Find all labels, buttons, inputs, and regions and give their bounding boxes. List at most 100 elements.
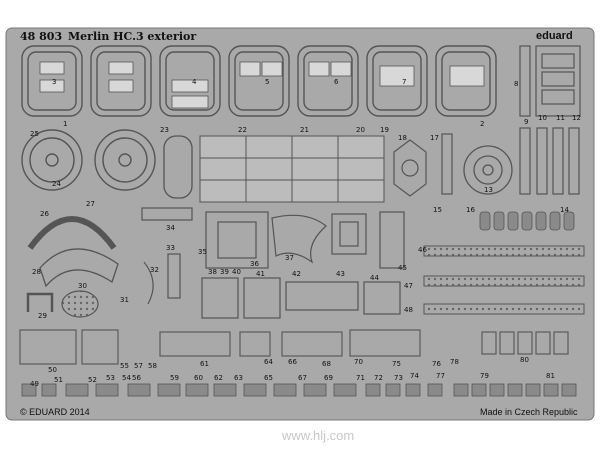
part-number-48: 48 — [404, 306, 413, 314]
part-number-66: 66 — [288, 358, 297, 366]
origin-text: Made in Czech Republic — [480, 407, 578, 417]
part-number-6: 6 — [334, 78, 339, 86]
part-number-38: 38 — [208, 268, 217, 276]
bracket-part-29 — [26, 292, 54, 312]
brand-logo: eduard — [536, 30, 573, 42]
part-number-63: 63 — [234, 374, 243, 382]
part-number-12: 12 — [572, 114, 581, 122]
part-number-50: 50 — [48, 366, 57, 374]
part-number-9: 9 — [524, 118, 528, 126]
part-number-14: 14 — [560, 206, 569, 214]
long-strip-parts — [423, 245, 585, 315]
part-number-19: 19 — [380, 126, 389, 134]
part-number-44: 44 — [370, 274, 379, 282]
parts-33-37 — [141, 207, 405, 305]
part-number-2: 2 — [480, 120, 484, 128]
part-number-31: 31 — [120, 296, 129, 304]
part-number-1: 1 — [63, 120, 67, 128]
part-number-20: 20 — [356, 126, 365, 134]
parts-38-45 — [201, 277, 401, 319]
window-latches — [39, 61, 485, 109]
part-number-56: 56 — [132, 374, 141, 382]
part-number-47: 47 — [404, 282, 413, 290]
part-number-4: 4 — [192, 78, 197, 86]
part-number-40: 40 — [232, 268, 241, 276]
watermark: www.hlj.com — [282, 428, 355, 443]
part-number-70: 70 — [354, 358, 363, 366]
part-number-23: 23 — [160, 126, 169, 134]
part-number-7: 7 — [402, 78, 406, 86]
window-frames-row — [21, 45, 497, 117]
part-number-55: 55 — [120, 362, 129, 370]
part-number-39: 39 — [220, 268, 229, 276]
part-number-3: 3 — [52, 78, 56, 86]
part-number-13: 13 — [484, 186, 493, 194]
part-number-41: 41 — [256, 270, 265, 278]
part-number-22: 22 — [238, 126, 247, 134]
part-number-65: 65 — [264, 374, 273, 382]
part-number-26: 26 — [40, 210, 49, 218]
bottom-panel-row — [19, 329, 569, 365]
part-number-75: 75 — [392, 360, 401, 368]
part-number-15: 15 — [433, 206, 442, 214]
right-strip-parts — [519, 45, 581, 195]
part-number-34: 34 — [166, 224, 175, 232]
part-number-67: 67 — [298, 374, 307, 382]
part-number-29: 29 — [38, 312, 47, 320]
part-number-58: 58 — [148, 362, 157, 370]
arch-part-27 — [27, 216, 117, 250]
part-number-72: 72 — [374, 374, 383, 382]
part-number-17: 17 — [430, 134, 439, 142]
part-number-28: 28 — [32, 268, 41, 276]
part-number-32: 32 — [150, 266, 159, 274]
part-number-60: 60 — [194, 374, 203, 382]
part-number-68: 68 — [322, 360, 331, 368]
part-number-42: 42 — [292, 270, 301, 278]
part-number-59: 59 — [170, 374, 179, 382]
grille-part-30 — [61, 290, 99, 318]
copyright-text: © EDUARD 2014 — [20, 407, 90, 417]
part-number-81: 81 — [546, 372, 555, 380]
part-number-10: 10 — [538, 114, 547, 122]
part-number-80: 80 — [520, 356, 529, 364]
part-number-74: 74 — [410, 372, 419, 380]
part-number-27: 27 — [86, 200, 95, 208]
part-number-62: 62 — [214, 374, 223, 382]
part-number-24: 24 — [52, 180, 61, 188]
part-number-25: 25 — [30, 130, 39, 138]
fret-plate — [5, 27, 595, 421]
product-code: 48 803 — [20, 30, 63, 43]
part-number-49: 49 — [30, 380, 39, 388]
part-number-73: 73 — [394, 374, 403, 382]
part-number-33: 33 — [166, 244, 175, 252]
part-number-45: 45 — [398, 264, 407, 272]
part-number-21: 21 — [300, 126, 309, 134]
shroud-part-28 — [39, 248, 119, 288]
part-number-37: 37 — [285, 254, 294, 262]
part-number-69: 69 — [324, 374, 333, 382]
part-number-57: 57 — [134, 362, 143, 370]
part-number-16: 16 — [466, 206, 475, 214]
part-number-18: 18 — [398, 134, 407, 142]
part-number-46: 46 — [418, 246, 427, 254]
part-number-77: 77 — [436, 372, 445, 380]
part-number-8: 8 — [514, 80, 518, 88]
gear-part-13 — [463, 145, 513, 195]
sheet-title: Merlin HC.3 exterior — [68, 30, 197, 43]
part-number-36: 36 — [250, 260, 259, 268]
panel-17-18 — [393, 133, 453, 197]
small-tabs-14 — [479, 211, 575, 231]
part-number-5: 5 — [265, 78, 269, 86]
part-number-30: 30 — [78, 282, 87, 290]
part-number-79: 79 — [480, 372, 489, 380]
part-number-52: 52 — [88, 376, 97, 384]
part-number-53: 53 — [106, 374, 115, 382]
part-number-78: 78 — [450, 358, 459, 366]
part-number-71: 71 — [356, 374, 365, 382]
part-number-35: 35 — [198, 248, 207, 256]
part-number-11: 11 — [556, 114, 565, 122]
bottom-small-parts-row — [21, 383, 577, 397]
part-number-61: 61 — [200, 360, 209, 368]
